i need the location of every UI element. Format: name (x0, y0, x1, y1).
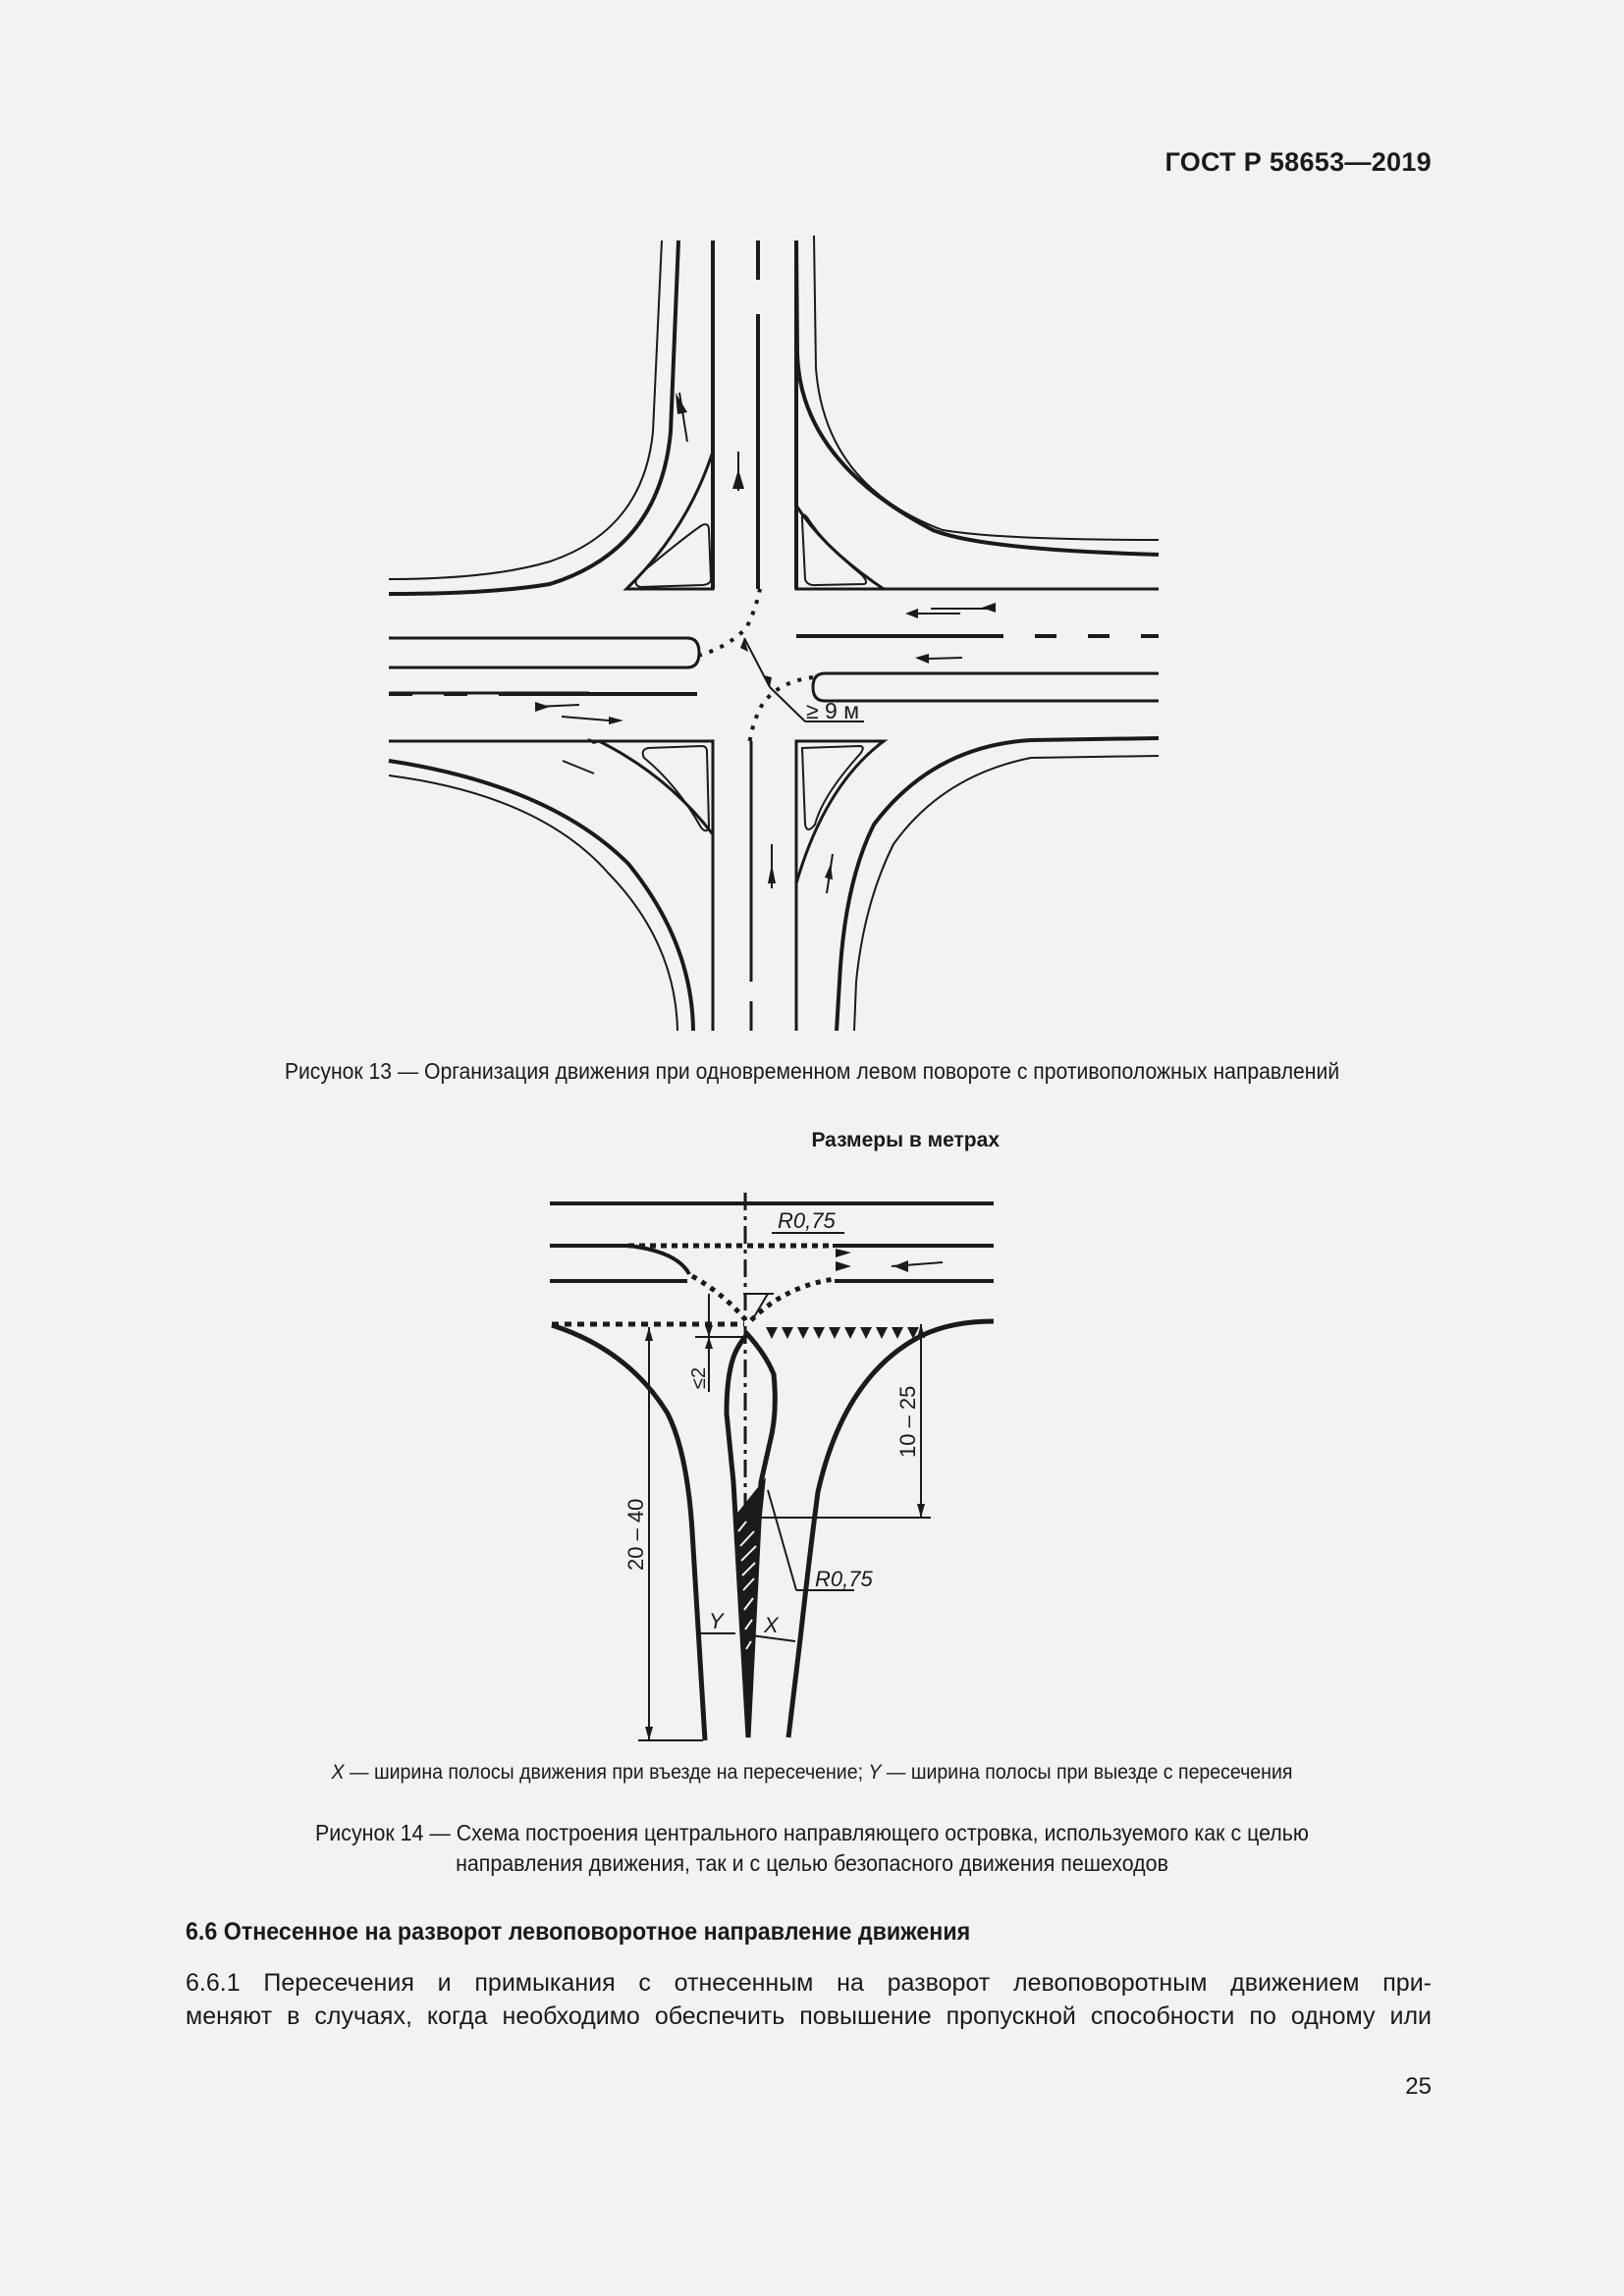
dim-20-40-label: 20 – 40 (623, 1499, 648, 1571)
figure-13-caption: Рисунок 13 — Организация движения при од… (284, 1058, 1340, 1084)
section-paragraph: 6.6.1 Пересечения и примыкания с отнесен… (186, 1966, 1432, 2033)
radius-label-top: R0,75 (778, 1208, 836, 1233)
units-note: Размеры в метрах (811, 1129, 1000, 1151)
figure-14-caption-line1: Рисунок 14 — Схема построения центрально… (315, 1820, 1309, 1845)
dim-le2-label: ≤2 (688, 1367, 710, 1389)
legend-y-text: — ширина полосы при выезде с пересечения (881, 1761, 1293, 1784)
legend-x-symbol: X (331, 1761, 345, 1784)
figure-14-caption-line2: направления движения, так и с целью безо… (456, 1850, 1168, 1876)
section-heading: 6.6 Отнесенное на разворот левоповоротно… (186, 1918, 971, 1946)
dim-10-25-label: 10 – 25 (895, 1386, 920, 1458)
figure-14-island-diagram: R0,75 R0,75 ≤2 10 – 25 20 – 40 Y X (550, 1193, 995, 1741)
figure-14-caption: Рисунок 14 — Схема построения центрально… (193, 1818, 1430, 1879)
page-number: 25 (1405, 2073, 1432, 2100)
legend-y-symbol: Y (868, 1761, 882, 1784)
x-width-label: X (763, 1613, 780, 1637)
paragraph-line-1-text: 6.6.1 Пересечения и примыкания с отнесен… (186, 1969, 1432, 1997)
y-width-label: Y (709, 1609, 725, 1633)
paragraph-line-1: 6.6.1 Пересечения и примыкания с отнесен… (186, 1966, 1432, 2000)
distance-annotation: ≥ 9 м (806, 698, 859, 723)
radius-label-bottom: R0,75 (815, 1567, 873, 1591)
paragraph-line-2: меняют в случаях, когда необходимо обесп… (186, 2002, 1432, 2030)
figure-13-intersection-diagram: ≥ 9 м (388, 235, 1160, 1032)
document-header: ГОСТ Р 58653—2019 (1164, 147, 1432, 177)
figure-14-legend: X — ширина полосы движения при въезде на… (193, 1761, 1430, 1785)
legend-x-text: — ширина полосы движения при въезде на п… (344, 1761, 869, 1784)
